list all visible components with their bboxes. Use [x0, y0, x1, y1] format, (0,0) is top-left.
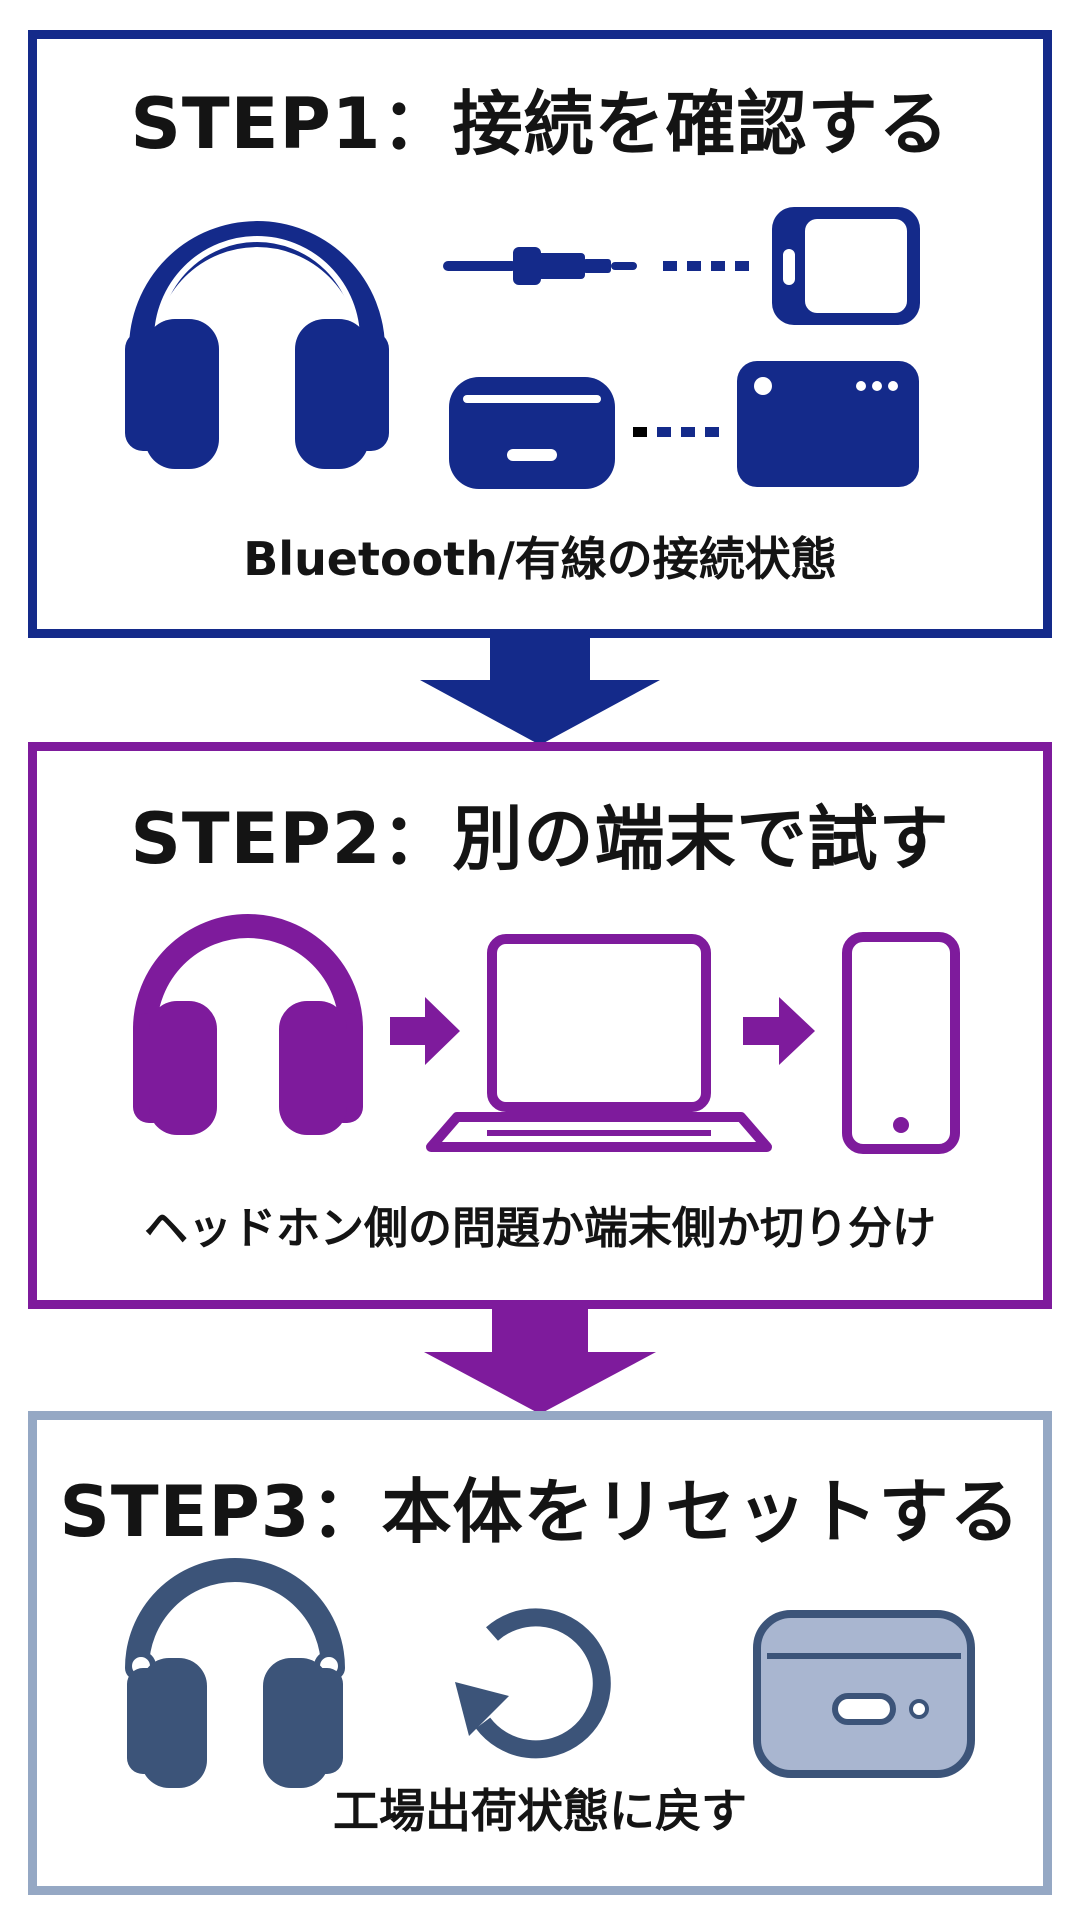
step2-illustration — [133, 914, 960, 1154]
step2-title: STEP2：別の端末で試す — [130, 798, 950, 880]
smartphone-icon — [842, 932, 960, 1154]
arrow-right-icon — [390, 997, 460, 1065]
headphones-icon — [133, 914, 363, 1135]
headphones-icon — [125, 221, 389, 469]
step1-illustration — [125, 207, 920, 489]
earbuds-case-icon — [449, 377, 719, 489]
step1-title: STEP1：接続を確認する — [130, 83, 950, 165]
audio-device-icon — [737, 361, 919, 487]
reset-icon — [455, 1608, 611, 1759]
audio-cable-icon — [443, 247, 749, 285]
step1-caption: Bluetooth/有線の接続状態 — [243, 532, 837, 586]
arrow-right-icon — [743, 997, 815, 1065]
earbuds-case-icon — [753, 1610, 975, 1778]
step2-caption: ヘッドホン側の問題か端末側か切り分け — [144, 1203, 936, 1254]
step1-panel: STEP1：接続を確認する — [28, 30, 1052, 638]
step2-panel: STEP2：別の端末で試す ヘッドホン側の問題か端末側か切り分 — [28, 742, 1052, 1309]
step3-panel: STEP3：本体をリセットする 工場出荷状態に戻す — [28, 1411, 1052, 1895]
headphones-icon — [125, 1558, 345, 1788]
step3-title: STEP3：本体をリセットする — [59, 1471, 1021, 1553]
tablet-device-icon — [772, 207, 920, 325]
laptop-icon — [426, 934, 772, 1152]
step3-caption: 工場出荷状態に戻す — [333, 1784, 747, 1838]
step3-illustration — [125, 1558, 975, 1788]
